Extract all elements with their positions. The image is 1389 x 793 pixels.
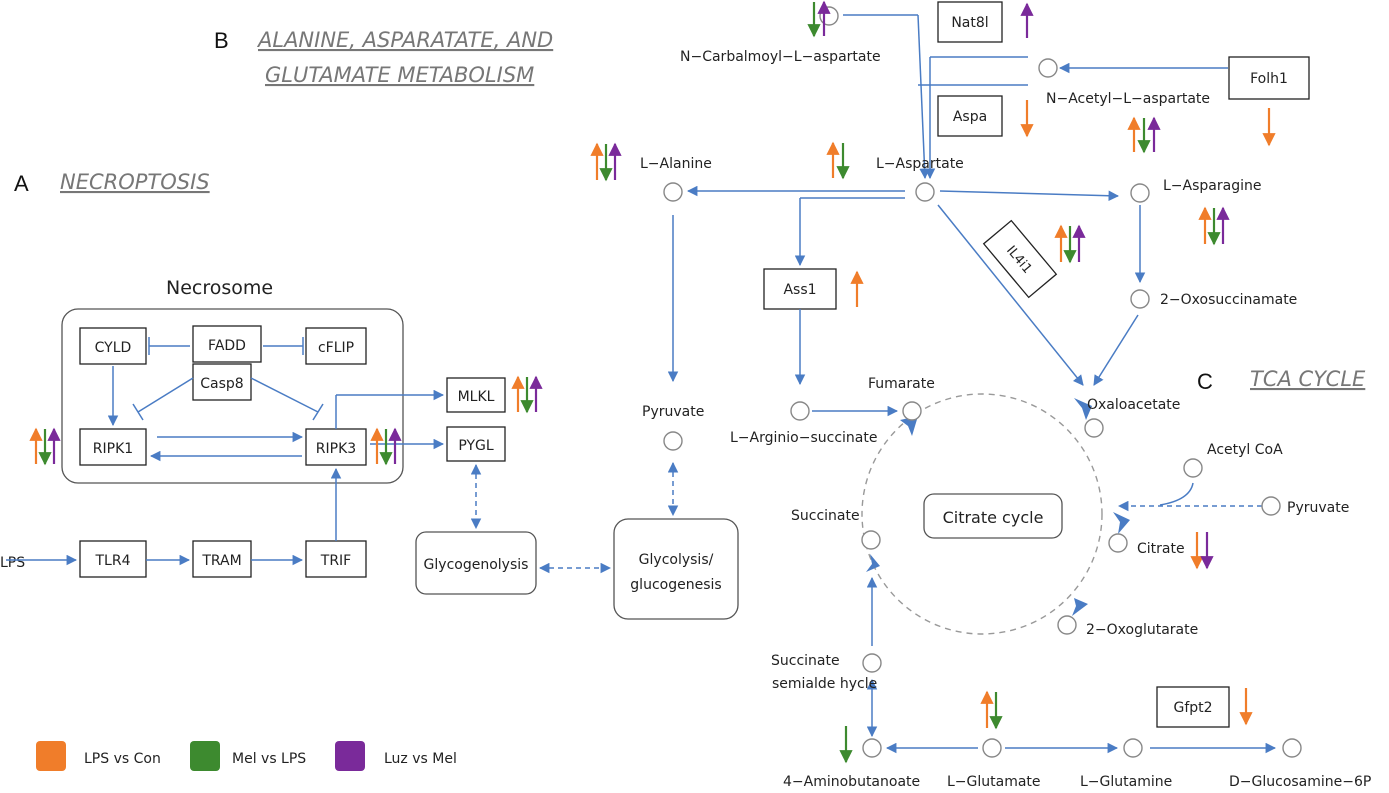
svg-text:PYGL: PYGL bbox=[458, 438, 494, 454]
box-cflip: cFLIP bbox=[305, 327, 367, 365]
tca-cycle-ring bbox=[861, 393, 1103, 635]
box-mlkl: MLKL bbox=[446, 377, 506, 413]
label-succinate: Succinate bbox=[791, 508, 860, 524]
box-pygl: PYGL bbox=[446, 426, 506, 462]
svg-text:Citrate cycle: Citrate cycle bbox=[943, 508, 1044, 527]
box-fadd: FADD bbox=[192, 325, 262, 363]
svg-text:Glycolysis/: Glycolysis/ bbox=[639, 552, 714, 568]
necrosome-group bbox=[61, 308, 404, 484]
svg-text:TRIF: TRIF bbox=[320, 553, 351, 569]
svg-text:FADD: FADD bbox=[208, 338, 246, 354]
label-l-glutamine: L−Glutamine bbox=[1080, 774, 1172, 790]
label-n-carbamoyl: N−Carbalmoyl−L−aspartate bbox=[680, 49, 881, 65]
regulation-arrows bbox=[29, 0, 1276, 764]
label-citrate: Citrate bbox=[1137, 541, 1185, 557]
label-aminobutanoate: 4−Aminobutanoate bbox=[783, 774, 920, 790]
svg-text:Folh1: Folh1 bbox=[1250, 71, 1288, 87]
label-l-alanine: L−Alanine bbox=[640, 156, 712, 172]
svg-text:RIPK1: RIPK1 bbox=[93, 441, 133, 457]
svg-text:CYLD: CYLD bbox=[95, 340, 132, 356]
necrosome-label: Necrosome bbox=[166, 277, 273, 299]
legend-swatch-luz-mel bbox=[335, 741, 365, 771]
box-casp8: Casp8 bbox=[192, 363, 252, 401]
label-n-acetyl: N−Acetyl−L−aspartate bbox=[1046, 91, 1210, 107]
svg-text:MLKL: MLKL bbox=[458, 389, 495, 405]
svg-text:TLR4: TLR4 bbox=[95, 553, 131, 569]
box-nat8l: Nat8l bbox=[937, 1, 1003, 43]
legend-label-mel-lps: Mel vs LPS bbox=[232, 751, 306, 767]
panel-b-title-line1: ALANINE, ASPARATATE, AND bbox=[256, 28, 553, 52]
box-folh1: Folh1 bbox=[1228, 56, 1310, 100]
legend-swatch-lps-con bbox=[36, 741, 66, 771]
label-fumarate: Fumarate bbox=[868, 376, 935, 392]
legend-label-lps-con: LPS vs Con bbox=[84, 751, 161, 767]
svg-text:Aspa: Aspa bbox=[953, 109, 987, 125]
label-l-glutamate: L−Glutamate bbox=[947, 774, 1041, 790]
label-l-asparagine: L−Asparagine bbox=[1163, 178, 1261, 194]
svg-text:Nat8l: Nat8l bbox=[951, 15, 988, 31]
box-cyld: CYLD bbox=[79, 327, 147, 365]
svg-text:Gfpt2: Gfpt2 bbox=[1173, 700, 1212, 716]
label-acetyl-coa: Acetyl CoA bbox=[1207, 442, 1283, 458]
svg-text:cFLIP: cFLIP bbox=[318, 340, 354, 356]
box-ass1: Ass1 bbox=[763, 268, 837, 310]
label-oxoglutarate: 2−Oxoglutarate bbox=[1086, 622, 1198, 638]
panel-a-title: NECROPTOSIS bbox=[60, 170, 210, 194]
label-oxaloacetate: Oxaloacetate bbox=[1087, 397, 1180, 413]
box-ripk3: RIPK3 bbox=[305, 428, 367, 466]
label-l-aspartate: L−Aspartate bbox=[876, 156, 964, 172]
panel-a-letter: A bbox=[14, 171, 29, 196]
panel-b-letter: B bbox=[214, 28, 229, 53]
box-ripk1: RIPK1 bbox=[79, 428, 147, 466]
tca-direction-marks bbox=[866, 398, 1130, 616]
svg-text:TRAM: TRAM bbox=[201, 553, 241, 569]
box-il4i1: IL4i1 bbox=[982, 219, 1058, 299]
box-citrate-cycle: Citrate cycle bbox=[923, 493, 1063, 539]
metabolism-edges bbox=[667, 14, 1277, 754]
box-trif: TRIF bbox=[305, 540, 367, 578]
svg-text:Glycogenolysis: Glycogenolysis bbox=[424, 557, 529, 573]
label-glucosamine: D−Glucosamine−6P bbox=[1229, 774, 1371, 790]
legend: LPS vs Con Mel vs LPS Luz vs Mel bbox=[36, 741, 457, 771]
legend-label-luz-mel: Luz vs Mel bbox=[384, 751, 457, 767]
box-tram: TRAM bbox=[192, 540, 252, 578]
label-semialdehyde-2: semialde hycle bbox=[772, 676, 877, 692]
svg-text:Casp8: Casp8 bbox=[200, 376, 243, 392]
svg-text:Ass1: Ass1 bbox=[783, 282, 816, 298]
box-glycogenolysis: Glycogenolysis bbox=[415, 531, 537, 595]
label-oxosuccinamate: 2−Oxosuccinamate bbox=[1160, 292, 1297, 308]
panel-b-title-line2: GLUTAMATE METABOLISM bbox=[265, 63, 534, 87]
svg-text:glucogenesis: glucogenesis bbox=[630, 577, 721, 593]
legend-swatch-mel-lps bbox=[190, 741, 220, 771]
box-tlr4: TLR4 bbox=[79, 540, 147, 578]
necroptosis-edges bbox=[6, 337, 679, 574]
svg-text:RIPK3: RIPK3 bbox=[316, 441, 356, 457]
label-pyruvate: Pyruvate bbox=[642, 404, 704, 420]
label-lps: LPS bbox=[0, 555, 25, 571]
box-gfpt2: Gfpt2 bbox=[1156, 686, 1230, 728]
label-semialdehyde-1: Succinate bbox=[771, 653, 840, 669]
label-pyruvate-tca: Pyruvate bbox=[1287, 500, 1349, 516]
box-glycolysis: Glycolysis/ glucogenesis bbox=[613, 518, 739, 620]
panel-c-title: TCA CYCLE bbox=[1250, 367, 1366, 391]
box-aspa: Aspa bbox=[937, 95, 1003, 137]
panel-c-letter: C bbox=[1197, 369, 1213, 394]
label-arginio-succinate: L−Arginio−succinate bbox=[730, 430, 877, 446]
